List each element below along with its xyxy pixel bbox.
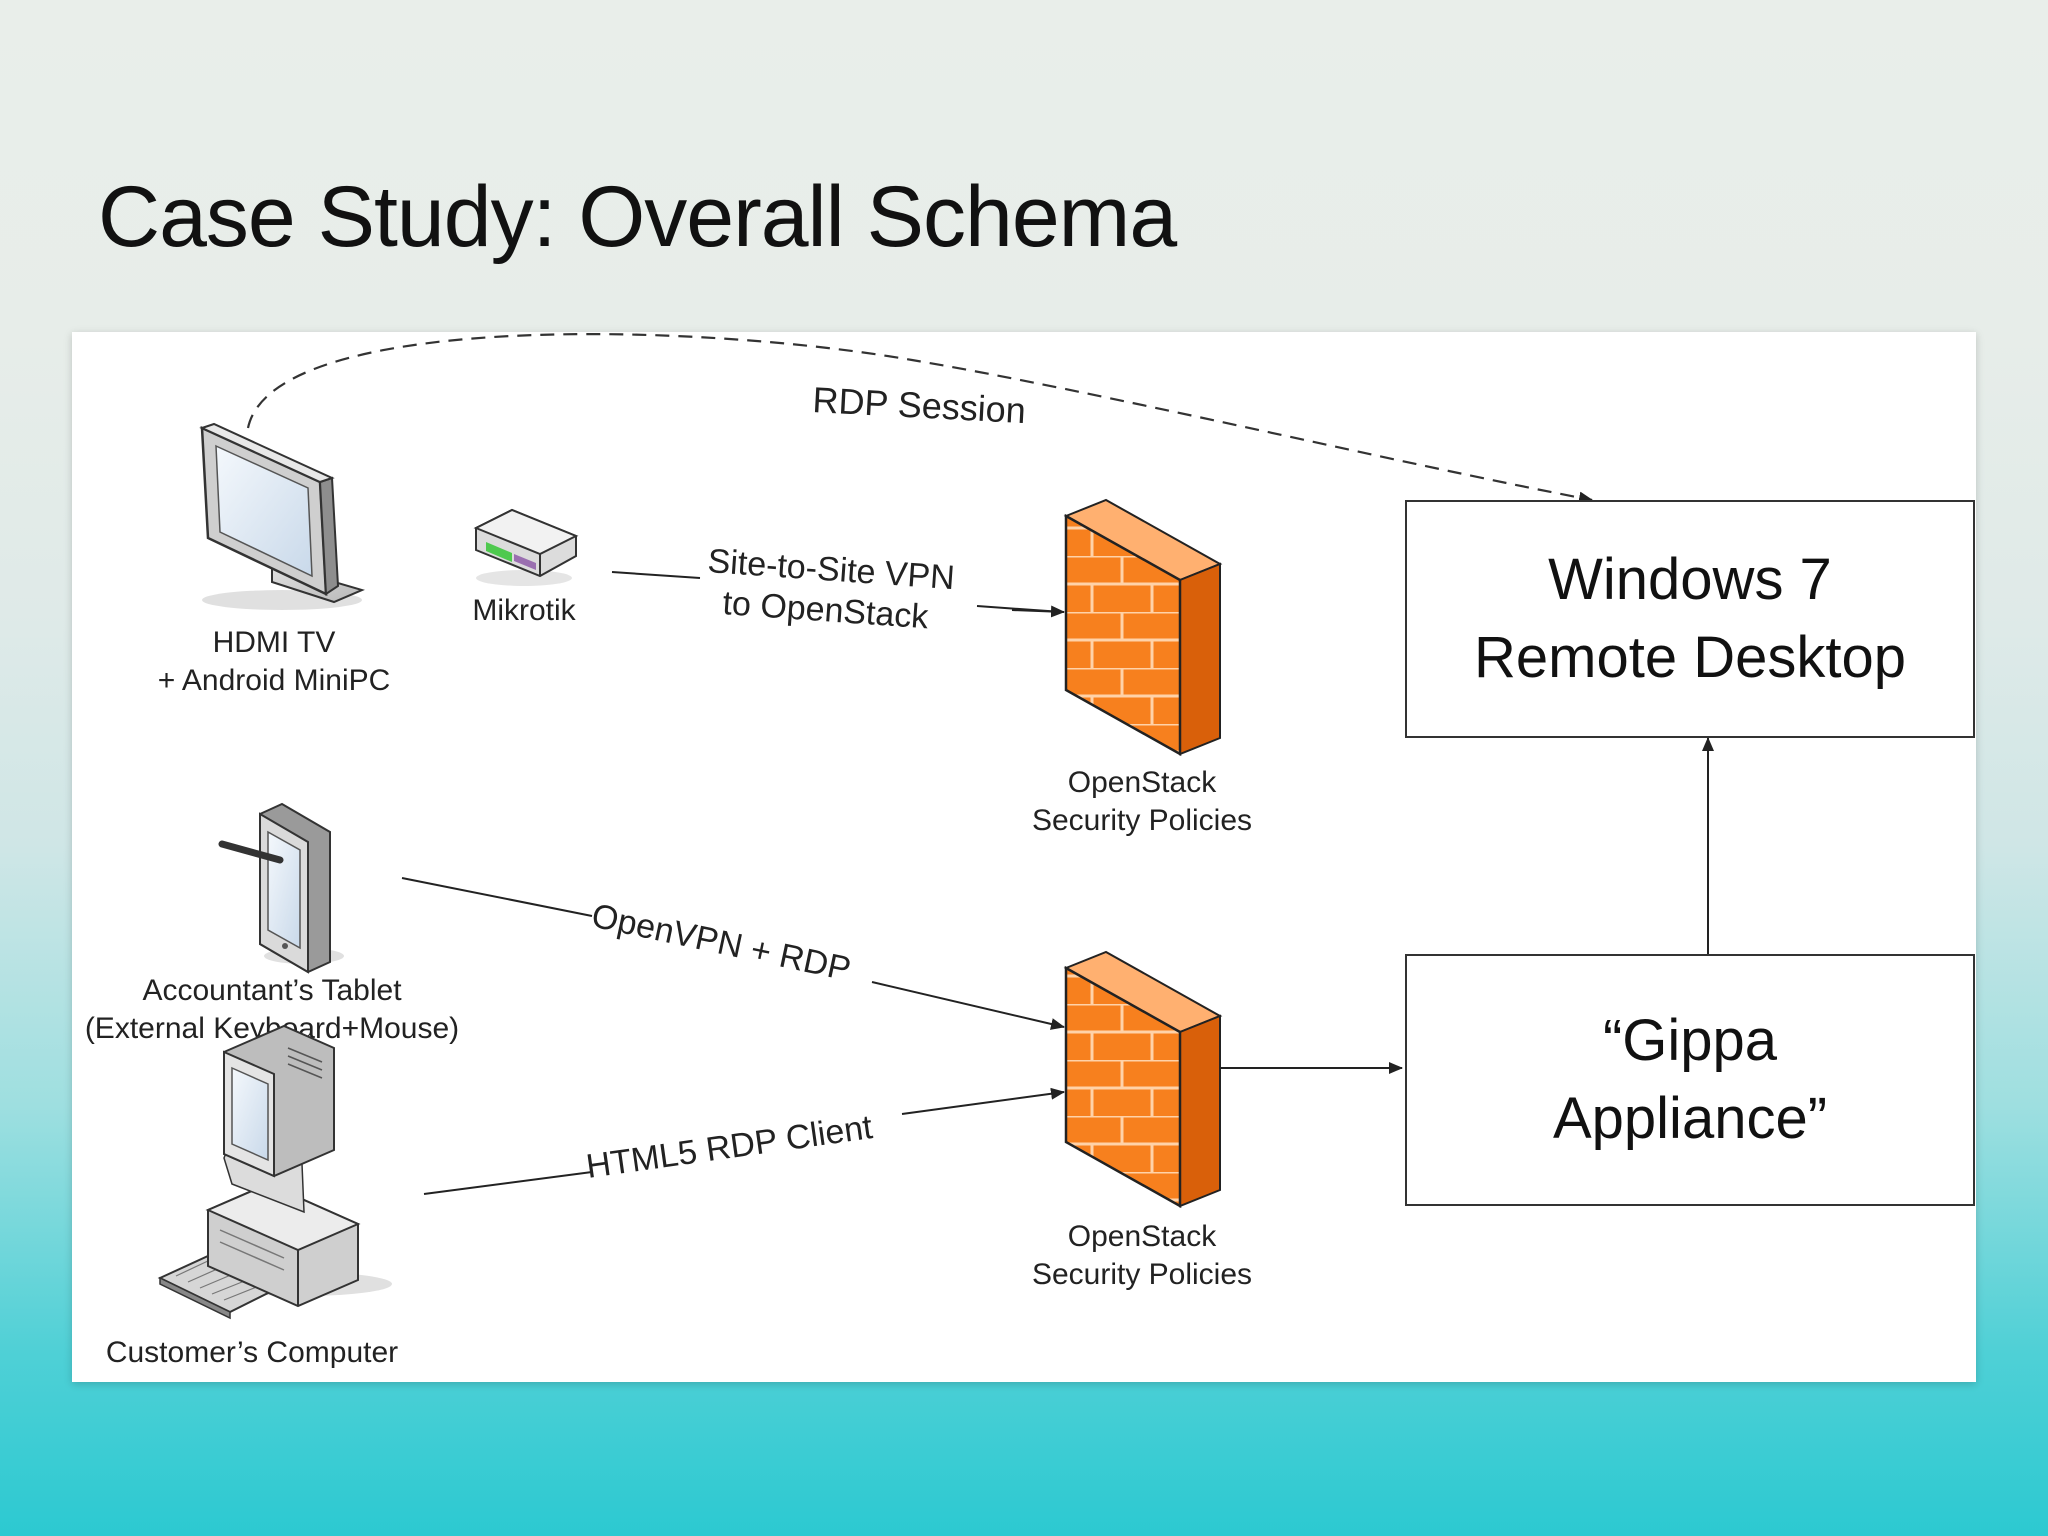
site-to-site-arrowhead: [1011, 605, 1065, 618]
html5-rdp-label: HTML5 RDP Client: [584, 1108, 875, 1186]
hdmi-tv-label-2: + Android MiniPC: [158, 664, 391, 697]
html5-rdp-edge-b: [901, 1087, 1065, 1115]
diagram-panel: RDP Session Site-to-Site VPN to OpenStac…: [72, 332, 1976, 1382]
rdp-session-label: RDP Session: [812, 379, 1027, 431]
customer-computer-label: Customer’s Computer: [106, 1336, 398, 1369]
monitor-icon: [199, 422, 365, 610]
tablet-label-1: Accountant’s Tablet: [142, 974, 402, 1007]
diagram-canvas: RDP Session Site-to-Site VPN to OpenStac…: [85, 333, 1714, 1369]
firewall-bottom-label-2: Security Policies: [1032, 1258, 1252, 1291]
gippa-appliance-label: “Gippa Appliance”: [1552, 1007, 1828, 1151]
windows-remote-desktop-box: Windows 7 Remote Desktop: [1405, 500, 1975, 738]
html5-rdp-edge-a: [423, 1171, 593, 1195]
firewall-bottom-label-1: OpenStack: [1068, 1220, 1217, 1253]
router-icon: [473, 508, 579, 586]
openvpn-rdp-edge-b: [871, 981, 1065, 1030]
firewall-top-label-2: Security Policies: [1032, 804, 1252, 837]
firewall-icon: [1063, 950, 1223, 1209]
rdp-session-edge: [246, 333, 1593, 504]
firewall-icon: [1063, 498, 1223, 757]
openvpn-rdp-label: OpenVPN + RDP: [588, 897, 854, 989]
mikrotik-label: Mikrotik: [472, 594, 576, 627]
gippa-appliance-box: “Gippa Appliance”: [1405, 954, 1975, 1206]
desktop-computer-icon: [157, 1024, 392, 1320]
firewall-top-label-1: OpenStack: [1068, 766, 1217, 799]
hdmi-tv-label-1: HDMI TV: [213, 626, 336, 659]
windows-remote-desktop-label: Windows 7 Remote Desktop: [1474, 546, 1906, 690]
tablet-icon: [218, 802, 344, 974]
openvpn-rdp-edge-a: [401, 877, 593, 917]
slide-title: Case Study: Overall Schema: [98, 169, 1177, 265]
